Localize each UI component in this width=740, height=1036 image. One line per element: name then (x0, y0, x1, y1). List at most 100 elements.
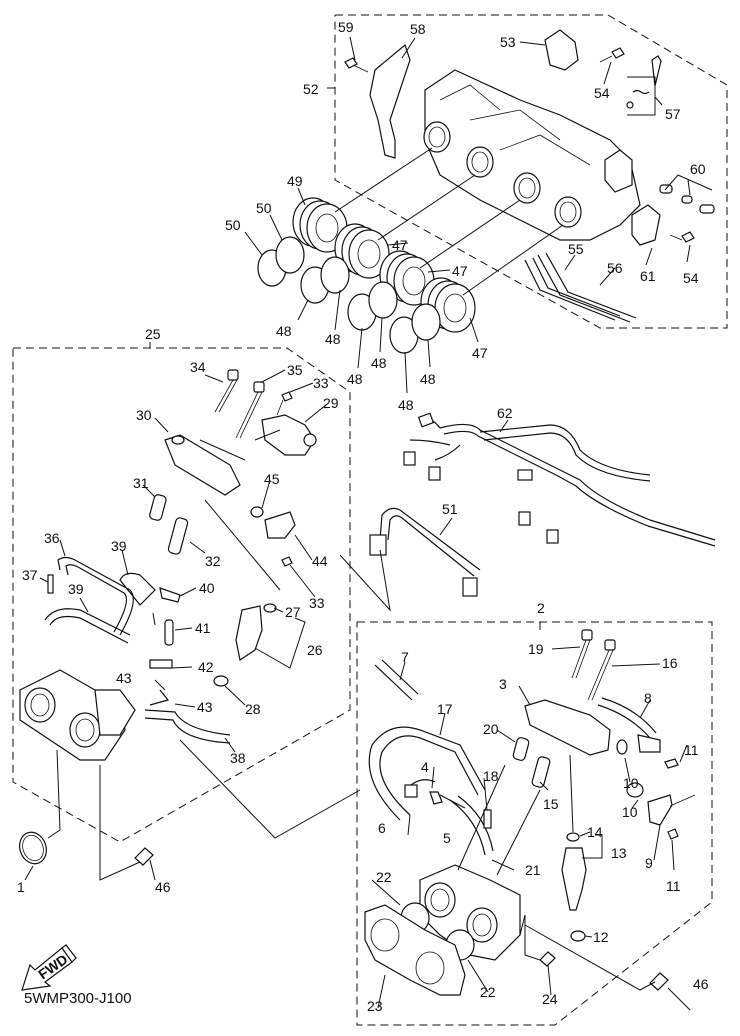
callout-23: 23 (367, 998, 383, 1014)
callout-25: 25 (145, 326, 161, 342)
callout-labels: 59 58 52 53 54 57 60 61 54 55 56 49 50 5… (17, 19, 709, 1014)
callout-37: 37 (22, 567, 38, 583)
callout-33b: 33 (309, 595, 325, 611)
throttle-body-upper (344, 29, 715, 323)
wiring-harness-62 (403, 412, 716, 547)
callout-31: 31 (133, 475, 149, 491)
wiring-harness-51 (369, 507, 481, 597)
callout-24: 24 (542, 991, 558, 1007)
callout-46a: 46 (155, 879, 171, 895)
throttle-body-left (19, 369, 317, 761)
callout-32: 32 (205, 553, 221, 569)
intake-joints (257, 147, 564, 354)
callout-49: 49 (287, 173, 303, 189)
callout-48f: 48 (420, 371, 436, 387)
callout-54a: 54 (594, 85, 610, 101)
callout-43a: 43 (116, 670, 132, 686)
callout-7: 7 (401, 649, 409, 665)
callout-61: 61 (640, 268, 656, 284)
callout-29: 29 (323, 395, 339, 411)
callout-10a: 10 (623, 775, 639, 791)
callout-1: 1 (17, 879, 25, 895)
leader-lines-joints (244, 187, 479, 394)
part-46-bolt-left (24, 847, 156, 881)
callout-55: 55 (568, 241, 584, 257)
callout-12: 12 (593, 929, 609, 945)
group-25-boundary (12, 347, 351, 843)
callout-58: 58 (410, 21, 426, 37)
leader-lines-right (371, 622, 691, 1011)
callout-11a: 11 (684, 742, 699, 758)
callout-39b: 39 (68, 581, 84, 597)
callout-47a: 47 (392, 237, 408, 253)
callout-53: 53 (500, 34, 516, 50)
callout-22a: 22 (376, 869, 392, 885)
callout-47b: 47 (452, 263, 468, 279)
callout-48e: 48 (398, 397, 414, 413)
callout-6: 6 (378, 820, 386, 836)
callout-56: 56 (607, 260, 623, 276)
leader-lines-upper (327, 36, 713, 286)
callout-35: 35 (287, 362, 303, 378)
callout-57: 57 (665, 106, 681, 122)
callout-9: 9 (645, 855, 653, 871)
callout-52: 52 (303, 81, 319, 97)
callout-48c: 48 (347, 371, 363, 387)
group-2-boundary (356, 621, 713, 1026)
callout-51: 51 (442, 501, 458, 517)
callout-60: 60 (690, 161, 706, 177)
callout-59: 59 (338, 19, 354, 35)
joint-47a (334, 223, 390, 279)
callout-26: 26 (307, 642, 323, 658)
callout-21: 21 (525, 862, 541, 878)
callout-2: 2 (537, 600, 545, 616)
leader-lines-harness (339, 419, 509, 612)
callout-3: 3 (499, 676, 507, 692)
callout-46b: 46 (693, 976, 709, 992)
callout-62: 62 (497, 405, 513, 421)
callout-44: 44 (312, 553, 328, 569)
callout-45: 45 (264, 471, 280, 487)
callout-36: 36 (44, 530, 60, 546)
part-1-oring (19, 831, 47, 865)
callout-48a: 48 (276, 323, 292, 339)
callout-11b: 11 (666, 878, 681, 894)
group-52-boundary (334, 14, 728, 329)
callout-27: 27 (285, 604, 301, 620)
callout-8: 8 (644, 690, 652, 706)
callout-50a: 50 (256, 200, 272, 216)
callout-42: 42 (198, 659, 214, 675)
callout-43b: 43 (197, 699, 213, 715)
diagram-code: 5WMP300-J100 (24, 990, 132, 1007)
callout-41: 41 (195, 620, 211, 636)
joint-47b (379, 250, 435, 306)
callout-38: 38 (230, 750, 246, 766)
callout-17: 17 (437, 701, 453, 717)
joint-47c (420, 277, 476, 333)
callout-30: 30 (136, 407, 152, 423)
callout-4: 4 (421, 759, 429, 775)
callout-19: 19 (528, 641, 544, 657)
callout-48d: 48 (371, 355, 387, 371)
callout-15: 15 (543, 796, 559, 812)
fwd-arrow-icon: FWD (21, 944, 77, 991)
callout-33a: 33 (313, 375, 329, 391)
callout-10b: 10 (622, 804, 638, 820)
callout-16: 16 (662, 655, 678, 671)
callout-22b: 22 (480, 984, 496, 1000)
callout-20: 20 (483, 721, 499, 737)
callout-14: 14 (587, 824, 603, 840)
callout-40: 40 (199, 580, 215, 596)
leader-lines-left (39, 342, 361, 881)
callout-47c: 47 (472, 345, 488, 361)
callout-5: 5 (443, 830, 451, 846)
callout-54b: 54 (683, 270, 699, 286)
callout-50b: 50 (225, 217, 241, 233)
callout-28: 28 (245, 701, 261, 717)
callout-18: 18 (483, 768, 499, 784)
callout-13: 13 (611, 845, 627, 861)
callout-34: 34 (190, 359, 206, 375)
throttle-body-right (364, 629, 696, 996)
callout-39a: 39 (111, 538, 127, 554)
